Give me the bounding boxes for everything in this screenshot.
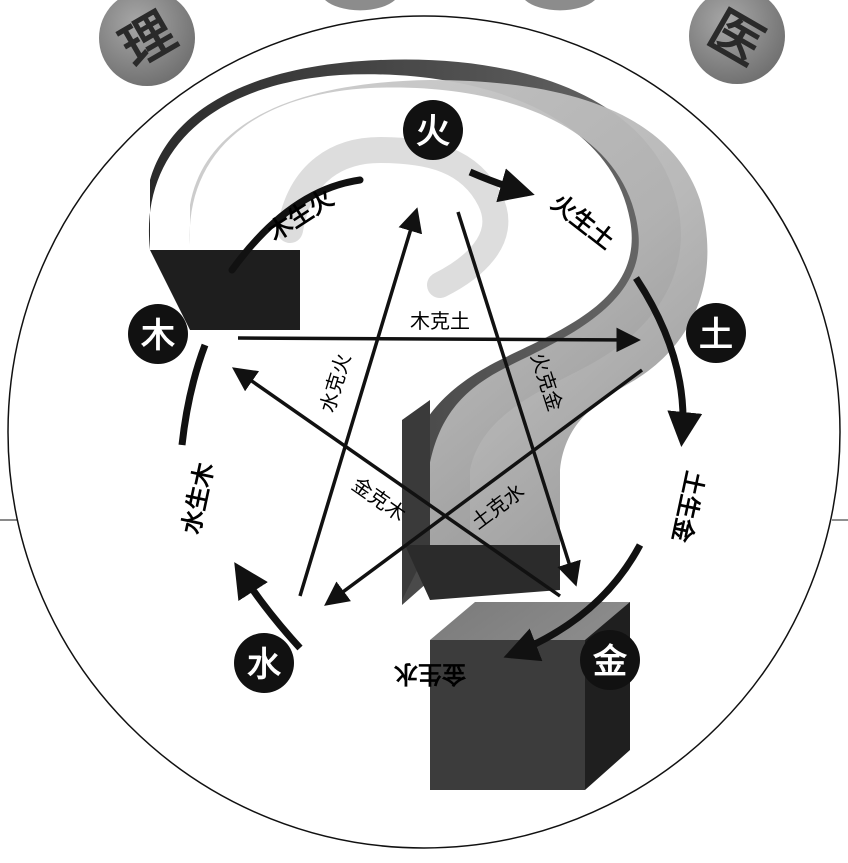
svg-text:火: 火 — [416, 112, 450, 152]
node-earth: 土 — [686, 303, 746, 363]
node-wood: 木 — [128, 304, 188, 364]
svg-text:水: 水 — [247, 645, 282, 685]
svg-text:土: 土 — [699, 315, 733, 355]
badge-yi: 医 — [689, 0, 785, 84]
svg-text:木: 木 — [140, 316, 175, 356]
node-fire: 火 — [403, 100, 463, 160]
label-wood-earth: 木克土 — [410, 309, 470, 333]
badge-partial-left — [325, 0, 395, 10]
badge-li: 理 — [99, 0, 195, 86]
node-metal: 金 — [580, 630, 640, 690]
badge-partial-right — [525, 0, 595, 10]
svg-text:金: 金 — [592, 642, 628, 682]
ctrl-wood-earth — [238, 338, 636, 340]
node-water: 水 — [234, 633, 294, 693]
label-metal-water: 金生水 — [393, 660, 467, 688]
